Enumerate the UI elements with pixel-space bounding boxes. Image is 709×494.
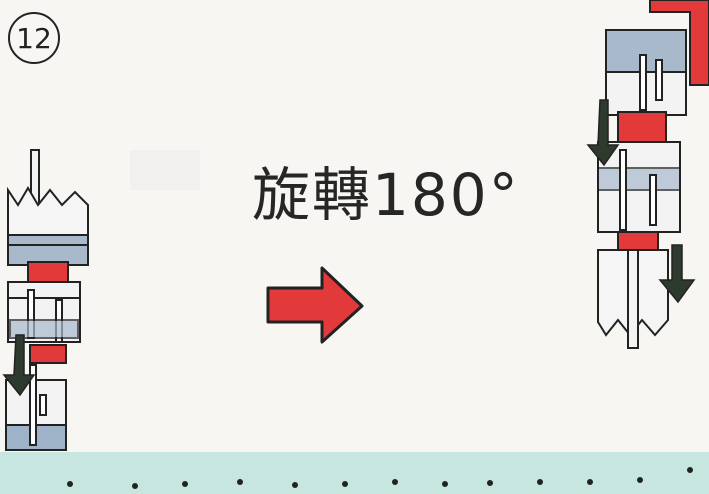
step-number-badge: 12 bbox=[8, 12, 60, 64]
right-bottle-stack bbox=[597, 29, 687, 349]
rotation-caption: 旋轉180° bbox=[252, 161, 520, 229]
right-arrow-icon bbox=[266, 266, 364, 344]
corner-red-shape bbox=[649, 0, 709, 86]
left-bottle-stack bbox=[5, 149, 89, 451]
down-arrow-icon bbox=[2, 334, 36, 397]
paper-smudge bbox=[130, 150, 200, 190]
ground-dots bbox=[67, 467, 693, 489]
down-arrow-icon bbox=[658, 244, 696, 304]
ground-strip bbox=[0, 452, 709, 494]
down-arrow-icon bbox=[586, 99, 620, 167]
